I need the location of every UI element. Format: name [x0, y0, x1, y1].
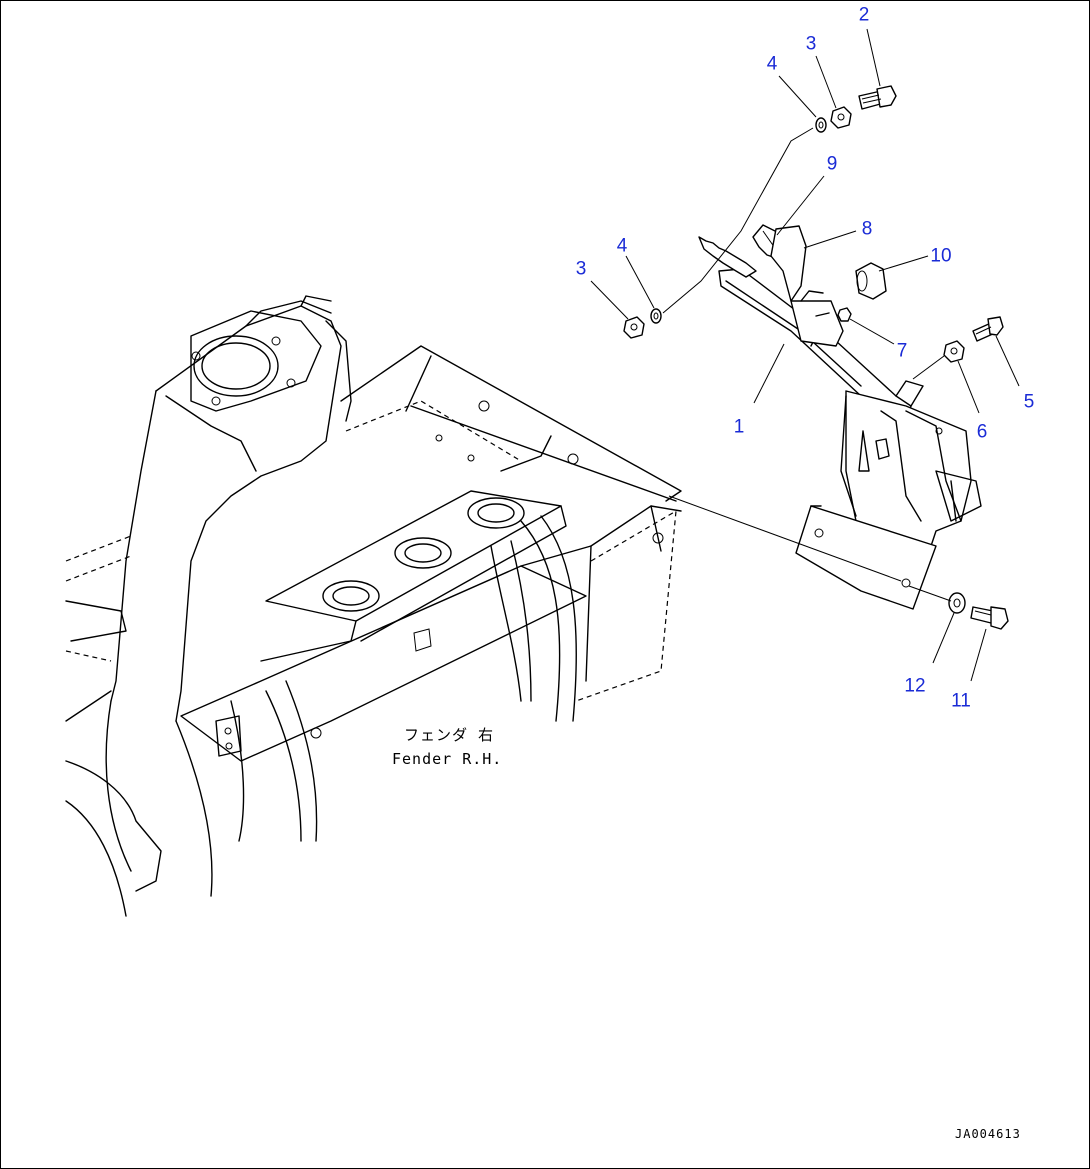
bracket-8 — [770, 225, 807, 302]
nut-6 — [943, 340, 965, 363]
washer-4-top — [815, 117, 827, 133]
drawing-code: JA004613 — [955, 1127, 1021, 1141]
callout-8: 8 — [861, 218, 873, 240]
washer-12 — [948, 592, 966, 614]
grommet-10 — [855, 262, 887, 300]
bolt-11 — [970, 606, 1009, 630]
machine-frame — [65, 295, 682, 917]
fender-assembly — [698, 236, 982, 610]
nut-3-top — [830, 106, 852, 129]
callout-9: 9 — [826, 153, 838, 175]
callout-11: 11 — [951, 690, 971, 712]
callout-7: 7 — [896, 340, 908, 362]
callout-3: 3 — [805, 33, 817, 55]
bolt-2 — [858, 85, 897, 110]
caption-english: Fender R.H. — [392, 750, 503, 768]
bolt-5 — [972, 316, 1004, 342]
caption-japanese: フェンダ 右 — [404, 726, 495, 744]
callout-2: 2 — [858, 4, 870, 26]
assembly-lines — [662, 127, 952, 602]
nut-7 — [837, 307, 852, 322]
callout-5: 5 — [1023, 391, 1035, 413]
callout-4: 4 — [766, 53, 778, 75]
callout-12: 12 — [904, 675, 926, 697]
callout-10: 10 — [930, 245, 952, 267]
callout-1: 1 — [733, 416, 745, 438]
callout-4: 4 — [616, 235, 628, 257]
callout-3: 3 — [575, 258, 587, 280]
nut-3-left — [623, 316, 645, 339]
leader-lines — [590, 28, 1020, 682]
washer-4-left — [650, 308, 662, 324]
callout-6: 6 — [976, 421, 988, 443]
